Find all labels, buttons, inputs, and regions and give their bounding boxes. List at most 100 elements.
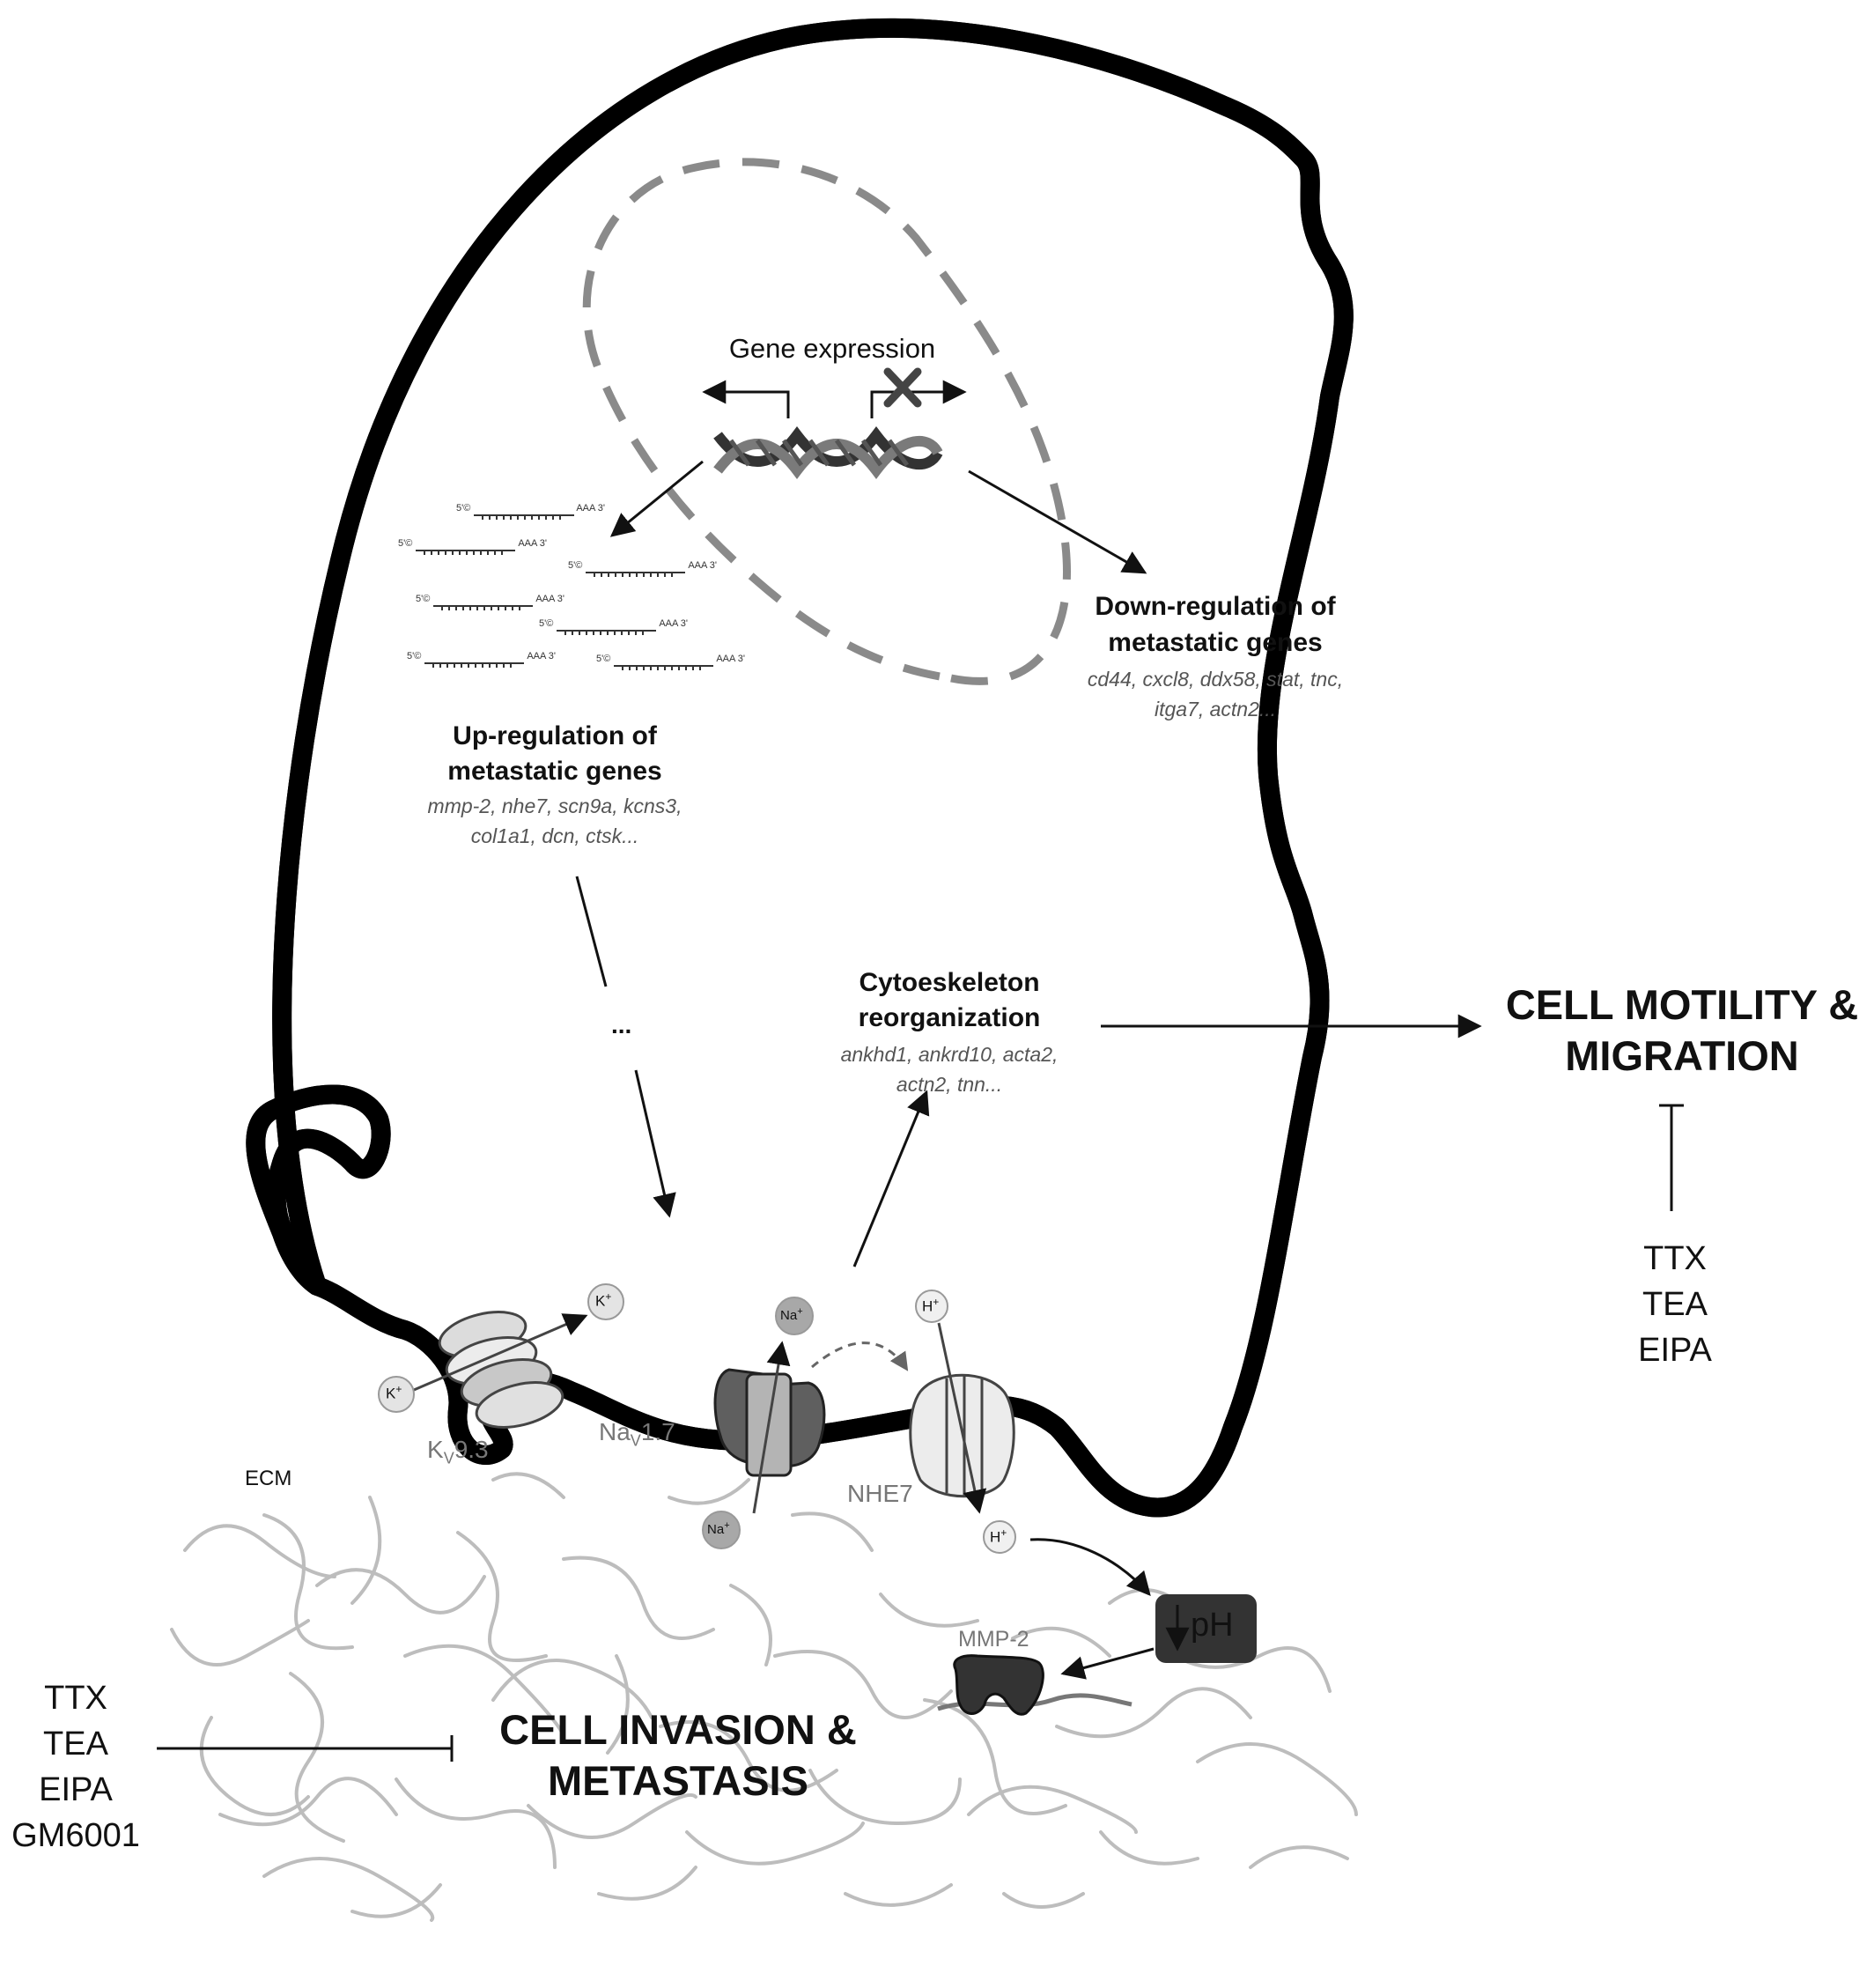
mrna-5prime: 5' [398,538,406,549]
invasion-line-2: METASTASIS [548,1757,808,1804]
kv-name: K [427,1436,444,1463]
cytoskeleton-title-1: Cytoeskeleton [859,968,1040,997]
nav17-channel [713,1368,826,1477]
na-ion-label-top: Na+ [780,1306,803,1323]
cytoskeleton-genes-1: ankhd1, ankrd10, acta2, [840,1043,1059,1066]
mrna-polya: AAA [576,503,595,514]
mrna-cap: © [463,503,471,514]
mrna-3prime: 3' [539,538,548,549]
dna-helix [713,426,943,479]
mrna-5prime: 5' [539,618,547,629]
transcription-arrow-left [702,380,790,418]
mrna-label-1: 5'© AAA 3' [456,503,605,522]
mrna-label-7: 5'© AAA 3' [596,654,745,673]
k-ion-arrow [413,1313,588,1392]
inhibitor-tea: TEA [1642,1286,1708,1323]
inhibitor-eipa: EIPA [39,1771,113,1808]
mrna-label-6: 5'© AAA 3' [407,651,556,670]
cytoskeleton-title-2: reorganization [858,1003,1041,1032]
mrna-5prime: 5' [568,560,576,571]
inhibition-invasion [157,1735,454,1762]
ecm-label: ECM [245,1467,292,1490]
mrna-label-4: 5'©AAA 3' [416,594,564,613]
arrow-up-to-channels-b [634,1069,676,1218]
inhibitor-ttx: TTX [1643,1240,1707,1277]
mrna-polya: AAA [535,594,555,604]
na-ion-label-bottom: Na+ [707,1520,730,1537]
h-ion-label-top: H+ [922,1296,939,1316]
h-symbol: H [922,1297,933,1315]
nav-name: Na [599,1418,631,1445]
nav-sub: V [630,1431,641,1450]
mrna-polya: AAA [659,618,678,629]
downregulation-block: Down-regulation of metastatic genes cd44… [1088,588,1343,724]
mrna-cap: © [423,594,431,604]
inhibitor-eipa: EIPA [1638,1332,1712,1369]
k-symbol: K [386,1385,396,1402]
upregulation-genes-2: col1a1, dcn, ctsk... [470,824,639,847]
downregulation-genes-2: itga7, actn2... [1154,698,1277,721]
upregulation-title-2: metastatic genes [447,757,662,786]
mrna-cap: © [575,560,583,571]
na-symbol: Na [707,1522,725,1537]
kv-suffix: 9.3 [454,1436,489,1463]
mrna-3prime: 3' [557,594,565,604]
na-charge: + [724,1520,730,1531]
mrna-label-5: 5'© AAA 3' [539,618,688,638]
mrna-polya: AAA [716,654,735,664]
na-to-h-dashed-arrow [811,1341,909,1371]
kv93-label: KV9.3 [427,1436,489,1468]
blocked-x-icon [883,367,922,408]
gene-expression-label: Gene expression [728,333,936,364]
nav-suffix: 1.7 [640,1418,675,1445]
motility-outcome: CELL MOTILITY & MIGRATION [1506,979,1858,1082]
mrna-5prime: 5' [407,651,415,661]
h-ion-label-bottom: H+ [990,1526,1007,1547]
mrna-3prime: 3' [548,651,557,661]
cytoskeleton-genes-2: actn2, tnn... [896,1073,1003,1096]
downregulation-genes-1: cd44, cxcl8, ddx58, stat, tnc, [1087,668,1344,691]
mrna-cap: © [414,651,422,661]
upregulation-block: Up-regulation of metastatic genes mmp-2,… [428,719,682,851]
cytoskeleton-block: Cytoeskeleton reorganization ankhd1, ank… [841,965,1059,1099]
transcription-arrow-right [870,380,967,418]
ellipsis-label: ... [611,1011,632,1038]
inhibitor-ttx: TTX [44,1680,107,1717]
mrna-polya: AAA [527,651,546,661]
motility-line-1: CELL MOTILITY & [1505,981,1859,1028]
upregulation-genes-1: mmp-2, nhe7, scn9a, kcns3, [427,794,682,817]
h-ion-arrow [937,1322,987,1514]
inhibitor-tea: TEA [43,1726,108,1763]
kv93-channel [438,1311,564,1429]
k-charge: + [605,1290,612,1303]
ecm-fibers [170,1472,1358,1922]
arrow-to-cytoskeleton [852,1090,930,1267]
ion-circles [378,1283,1016,1554]
mrna-cap: © [546,618,554,629]
mrna-label-3: 5'©AAA 3' [568,560,717,580]
downregulation-title-2: metastatic genes [1108,628,1323,657]
mrna-label-2: 5'©AAA 3' [398,538,547,558]
h-symbol: H [990,1528,1001,1546]
mmp2-label: MMP-2 [958,1627,1029,1652]
mrna-3prime: 3' [597,503,606,514]
na-charge: + [797,1306,803,1317]
mrna-3prime: 3' [737,654,746,664]
upregulation-title-1: Up-regulation of [453,721,657,750]
k-symbol: K [595,1292,606,1310]
kv-sub: V [443,1449,454,1467]
mrna-cap: © [405,538,413,549]
mrna-polya: AAA [688,560,707,571]
h-charge: + [933,1296,940,1308]
motility-inhibitor-list: TTX TEA EIPA [1638,1236,1712,1373]
mrna-cap: © [603,654,611,664]
mrna-5prime: 5' [596,654,604,664]
mrna-3prime: 3' [680,618,689,629]
arrow-to-ph [1029,1538,1151,1597]
invasion-outcome: CELL INVASION & METASTASIS [499,1704,857,1807]
na-symbol: Na [780,1308,798,1323]
mrna-5prime: 5' [456,503,464,514]
k-charge: + [395,1383,402,1395]
